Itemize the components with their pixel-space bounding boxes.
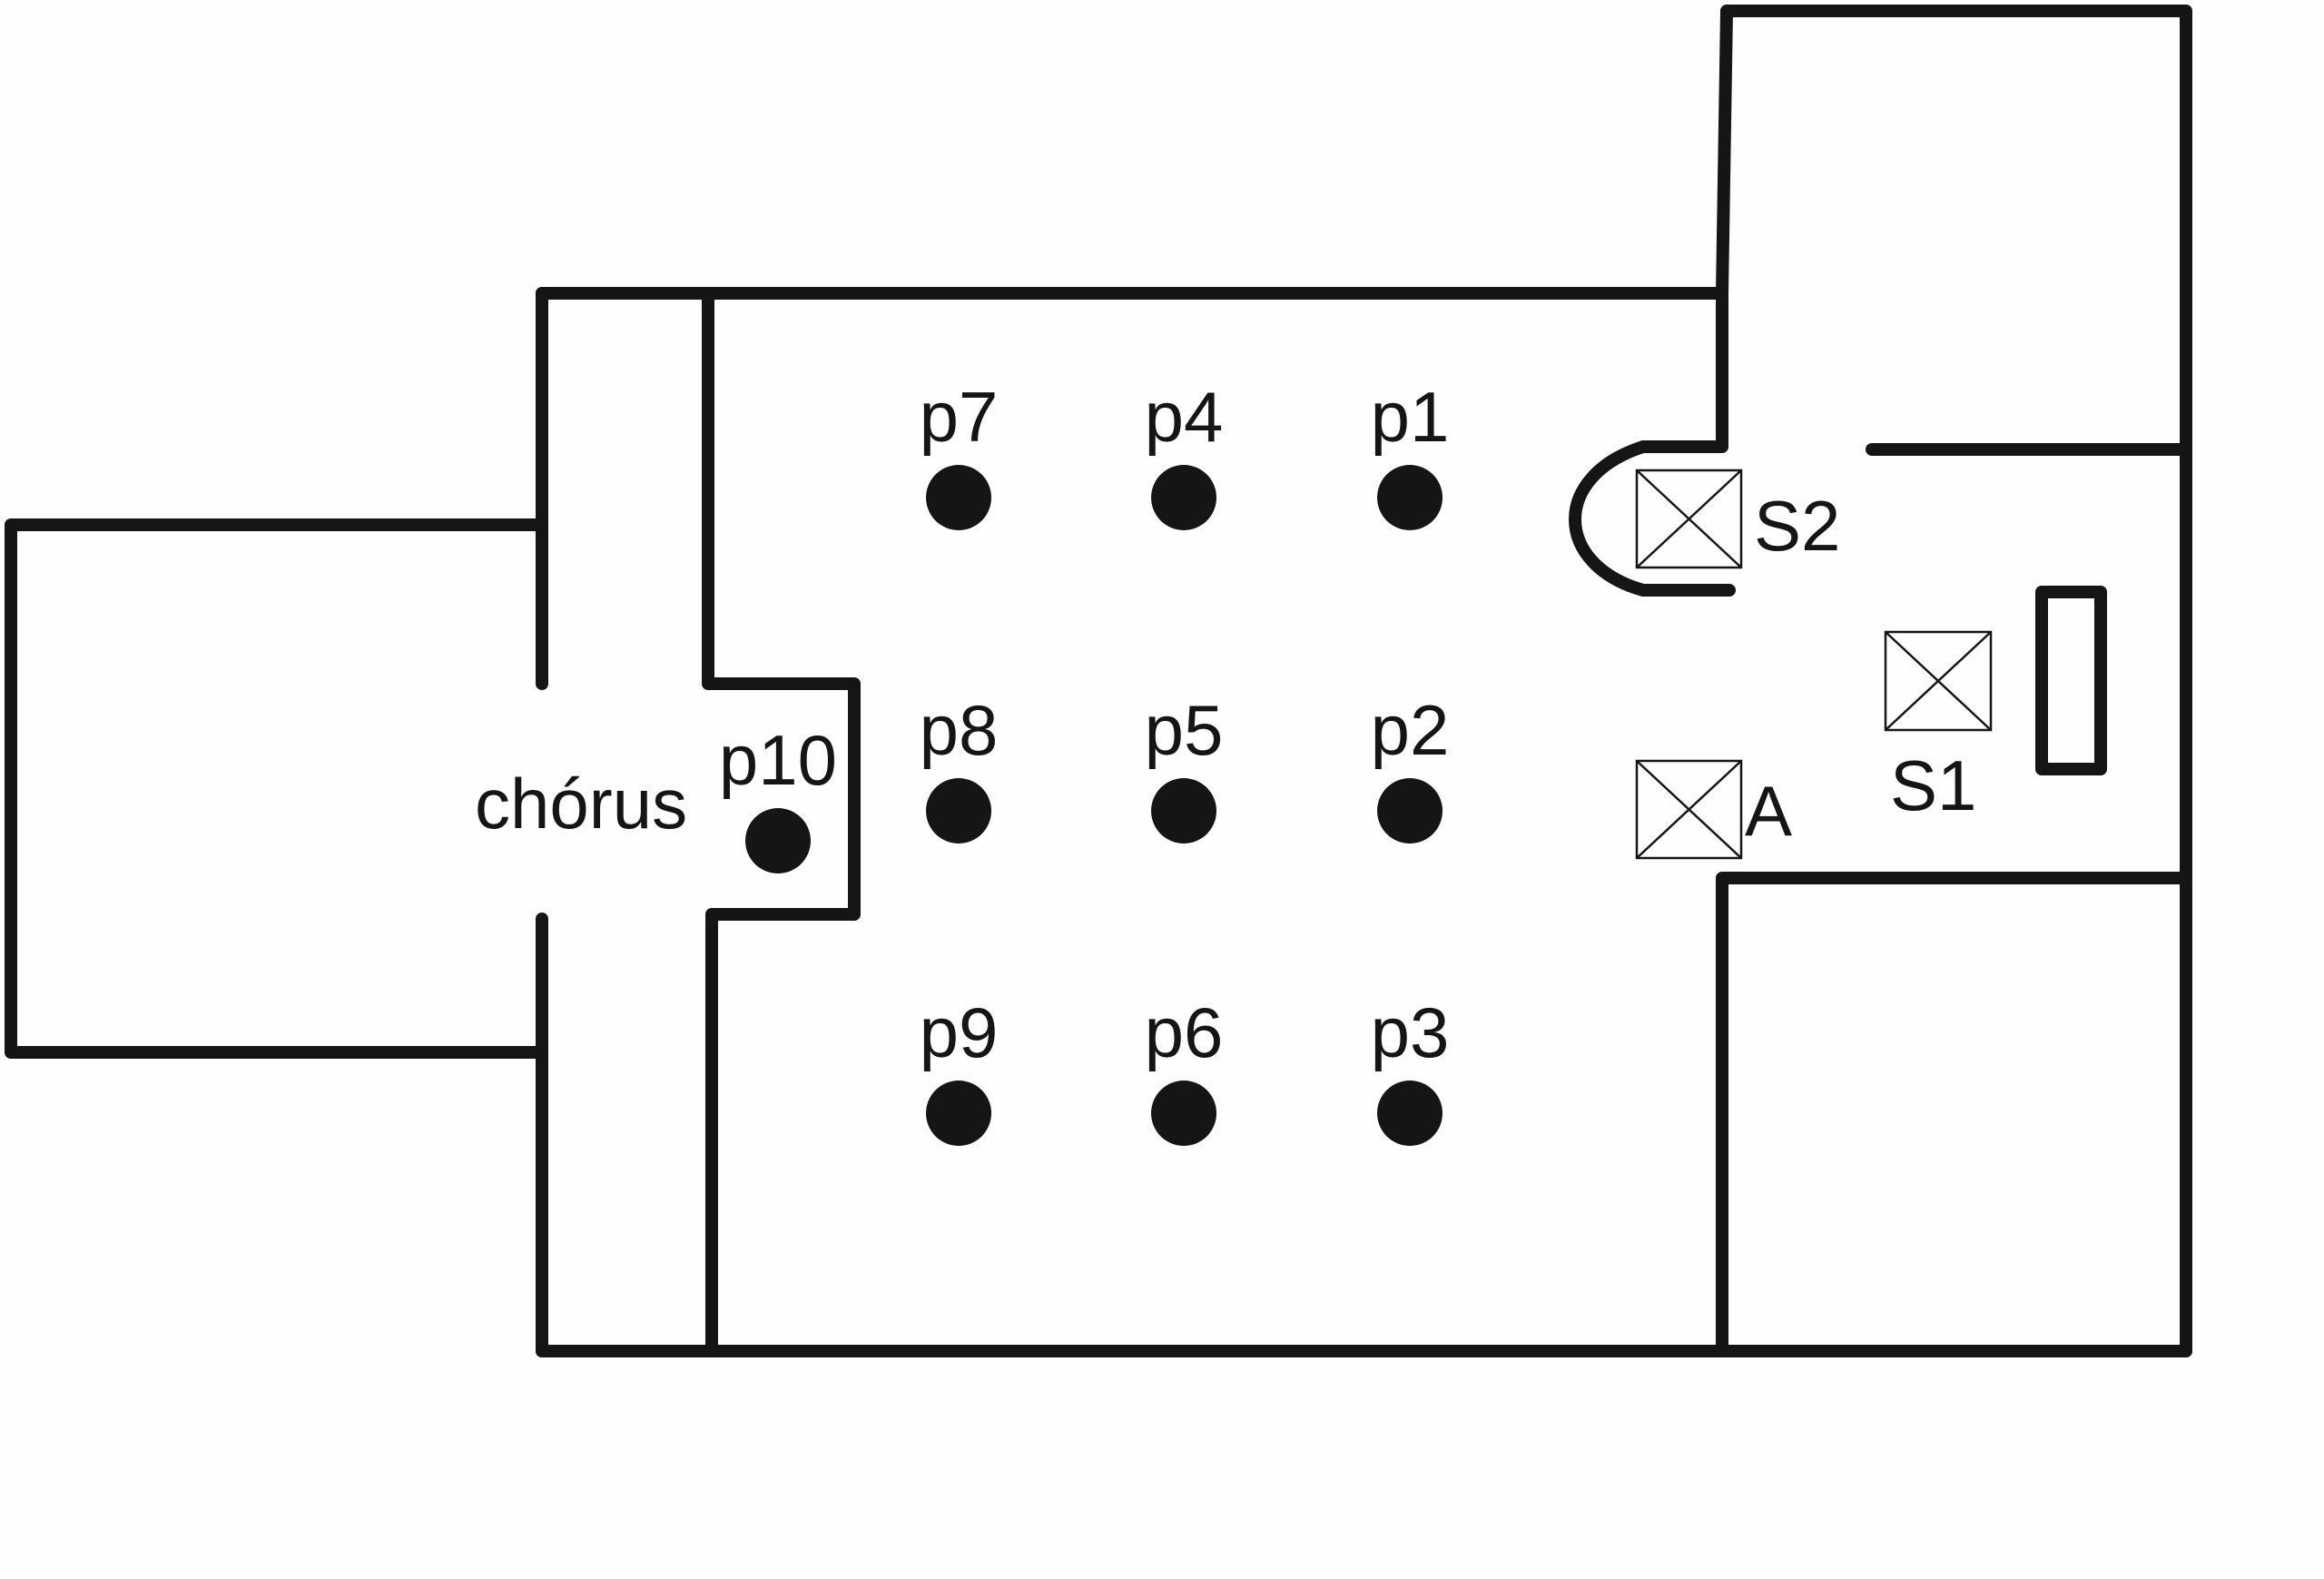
point-marker [1151,465,1216,530]
point-label: p3 [1371,992,1450,1072]
measurement-point-p8: p8 [920,690,999,844]
point-marker [926,1081,991,1146]
point-label: p10 [719,720,837,800]
point-label: p9 [920,992,999,1072]
wall-inner-partition-upper [702,287,861,1357]
point-label: p6 [1145,992,1224,1072]
measurement-point-p1: p1 [1371,377,1450,530]
crossed-box-icon [1635,759,1743,860]
wall-door-vertical [1637,287,1728,453]
measurement-point-p9: p9 [920,992,999,1146]
point-marker [926,778,991,844]
crossed-box-icon [1635,469,1743,569]
rect-object [2035,586,2107,775]
point-label: p8 [920,690,999,770]
measurement-point-p5: p5 [1145,690,1224,844]
measurement-point-p2: p2 [1371,690,1450,844]
measurement-point-p3: p3 [1371,992,1450,1146]
point-marker [1151,778,1216,844]
measurement-point-p7: p7 [920,377,999,530]
point-label: p7 [920,377,999,457]
measurement-points: p1 p2 p3 p4 p5 p6 p7 p8 p9 p10 [719,377,1449,1146]
measurement-point-p10: p10 [719,720,837,873]
measurement-point-p6: p6 [1145,992,1224,1146]
source-s2: S2 [1635,469,1840,569]
source-a: A [1635,759,1792,860]
wall-left-annex [5,518,548,1059]
point-marker [1377,465,1443,530]
label-chorus: chórus [475,764,687,844]
label-s1: S1 [1890,745,1976,825]
point-label: p5 [1145,690,1224,770]
wall-tower [1716,5,2192,1357]
crossed-box-icon [1884,630,1993,732]
wall-lower-right-room [1716,872,2192,1357]
point-marker [1377,778,1443,844]
point-marker [1377,1081,1443,1146]
source-s1: S1 [1884,630,1993,825]
label-s2: S2 [1754,486,1840,566]
point-marker [1151,1081,1216,1146]
point-marker [745,808,811,873]
label-a: A [1745,771,1792,851]
measurement-point-p4: p4 [1145,377,1224,530]
point-label: p4 [1145,377,1224,457]
point-label: p1 [1371,377,1450,457]
point-marker [926,465,991,530]
point-label: p2 [1371,690,1450,770]
door-arc [1569,440,1736,597]
